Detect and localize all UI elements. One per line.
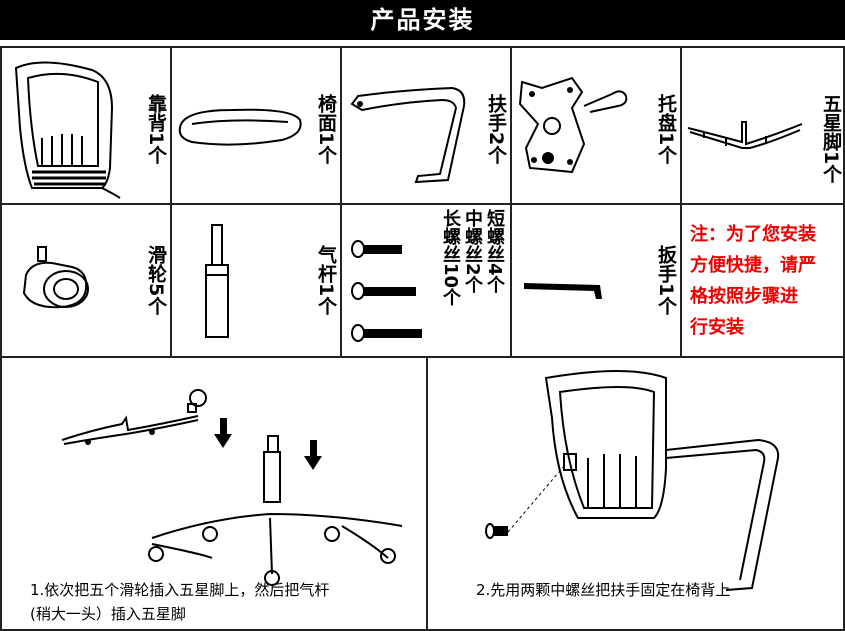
page-title: 产品安装 — [0, 0, 845, 40]
part-cell-screws: 短螺丝4个 中螺丝2个 长螺丝10个 — [340, 203, 512, 358]
screw-item: 长螺丝10个 — [440, 209, 460, 306]
part-name: 滑轮 — [145, 245, 167, 283]
screw-list: 短螺丝4个 中螺丝2个 长螺丝10个 — [440, 209, 504, 306]
step-2-panel: 2.先用两颗中螺丝把扶手固定在椅背上 — [426, 356, 845, 631]
part-name: 椅面 — [315, 94, 337, 132]
install-note: 注：为了您安装 方便快捷，请严 格按照步骤进 行安装 — [690, 219, 816, 343]
part-name: 五星脚 — [820, 94, 842, 151]
part-qty: 5个 — [145, 283, 167, 315]
part-qty: 1个 — [820, 151, 842, 183]
part-name: 扶手 — [485, 94, 507, 132]
part-cell-wrench: 扳手1个 — [510, 203, 682, 358]
screw-item: 短螺丝4个 — [484, 209, 504, 306]
step-2-caption: 2.先用两颗中螺丝把扶手固定在椅背上 — [476, 578, 730, 602]
caption-line: (稍大一头）插入五星脚 — [30, 602, 329, 626]
caption-line: 1.依次把五个滑轮插入五星脚上，然后把气杆 — [30, 578, 329, 602]
part-cell-base: 五星脚1个 — [680, 46, 845, 205]
part-qty: 1个 — [655, 283, 677, 315]
part-qty: 1个 — [145, 132, 167, 164]
part-cell-backrest: 靠背1个 — [0, 46, 172, 205]
note-cell: 注：为了您安装 方便快捷，请严 格按照步骤进 行安装 — [680, 203, 845, 358]
part-cell-caster: 滑轮5个 — [0, 203, 172, 358]
part-name: 托盘 — [655, 94, 677, 132]
part-qty: 2个 — [485, 132, 507, 164]
part-cell-gas-lift: 气杆1个 — [170, 203, 342, 358]
install-grid: 靠背1个 椅面1个 扶手2个 托盘1个 — [0, 46, 845, 631]
part-cell-tray: 托盘1个 — [510, 46, 682, 205]
part-qty: 1个 — [655, 132, 677, 164]
part-name: 气杆 — [315, 245, 337, 283]
part-cell-armrest: 扶手2个 — [340, 46, 512, 205]
caption-line: 2.先用两颗中螺丝把扶手固定在椅背上 — [476, 578, 730, 602]
screw-item: 中螺丝2个 — [462, 209, 482, 306]
part-qty: 1个 — [315, 283, 337, 315]
step-1-caption: 1.依次把五个滑轮插入五星脚上，然后把气杆 (稍大一头）插入五星脚 — [30, 578, 329, 626]
part-cell-seat: 椅面1个 — [170, 46, 342, 205]
part-name: 靠背 — [145, 94, 167, 132]
part-qty: 1个 — [315, 132, 337, 164]
part-name: 扳手 — [655, 245, 677, 283]
step-1-panel: 1.依次把五个滑轮插入五星脚上，然后把气杆 (稍大一头）插入五星脚 — [0, 356, 428, 631]
